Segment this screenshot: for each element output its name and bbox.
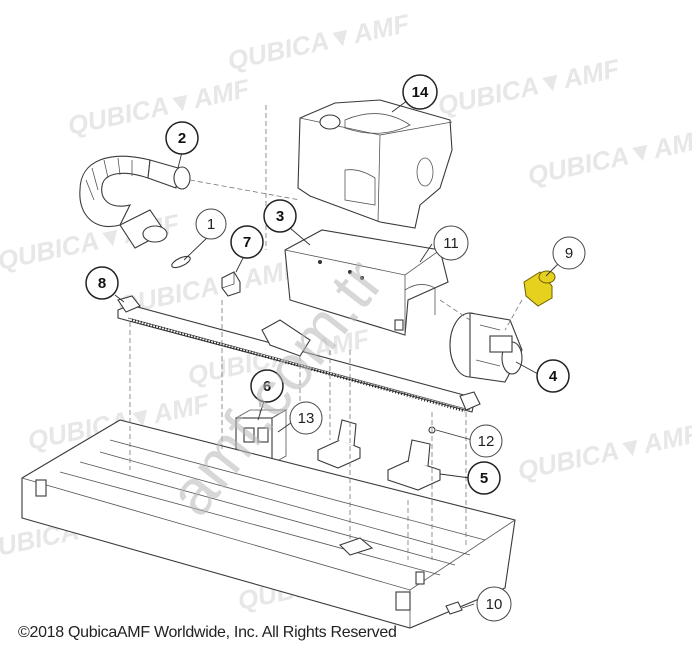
callout-7[interactable]: 7 xyxy=(230,225,264,259)
svg-text:4: 4 xyxy=(549,368,558,385)
svg-text:1: 1 xyxy=(207,216,215,233)
svg-text:8: 8 xyxy=(98,275,106,292)
callout-13[interactable]: 13 xyxy=(289,401,323,435)
callout-6[interactable]: 6 xyxy=(250,369,284,403)
svg-text:10: 10 xyxy=(486,596,503,613)
svg-text:5: 5 xyxy=(480,470,488,487)
part-1-clip xyxy=(171,255,191,269)
copyright-notice: ©2018 QubicaAMF Worldwide, Inc. All Righ… xyxy=(18,624,397,641)
base-frame xyxy=(21,419,516,629)
svg-text:12: 12 xyxy=(478,433,495,450)
callout-3[interactable]: 3 xyxy=(263,199,297,233)
part-2-hose xyxy=(79,155,191,249)
svg-text:9: 9 xyxy=(565,245,573,262)
callout-14[interactable]: 14 xyxy=(402,74,438,110)
svg-text:6: 6 xyxy=(263,378,271,395)
brand-watermark: QUBICA▼AMF xyxy=(515,418,692,486)
callout-10[interactable]: 10 xyxy=(476,586,512,622)
part-3-housing xyxy=(284,229,449,336)
part-5-bracket xyxy=(317,419,441,491)
part-7-bracket xyxy=(221,271,241,297)
callout-1[interactable]: 1 xyxy=(195,208,227,240)
svg-text:3: 3 xyxy=(276,208,284,225)
callout-5[interactable]: 5 xyxy=(467,461,501,495)
brand-watermark: QUBICA▼AMF xyxy=(525,123,692,191)
callout-12[interactable]: 12 xyxy=(469,424,503,458)
callout-4[interactable]: 4 xyxy=(536,359,570,393)
part-4-blower xyxy=(449,312,523,383)
part-14-cover xyxy=(297,99,453,229)
svg-text:13: 13 xyxy=(298,410,315,427)
svg-text:14: 14 xyxy=(412,84,429,101)
svg-text:7: 7 xyxy=(243,234,251,251)
svg-text:11: 11 xyxy=(443,235,459,252)
brand-watermark: QUBICA▼AMF xyxy=(435,53,623,121)
callout-2[interactable]: 2 xyxy=(165,121,199,155)
brand-watermark: QUBICA▼AMF xyxy=(225,8,413,76)
callout-8[interactable]: 8 xyxy=(85,266,119,300)
part-8-rail xyxy=(117,295,481,413)
svg-text:2: 2 xyxy=(178,130,186,147)
part-10-screw xyxy=(445,601,463,615)
part-9-plug-highlighted[interactable] xyxy=(523,270,556,307)
callout-9[interactable]: 9 xyxy=(552,236,586,270)
callout-11[interactable]: 11 xyxy=(433,225,469,261)
brand-watermark: QUBICA▼AMF xyxy=(65,73,253,141)
